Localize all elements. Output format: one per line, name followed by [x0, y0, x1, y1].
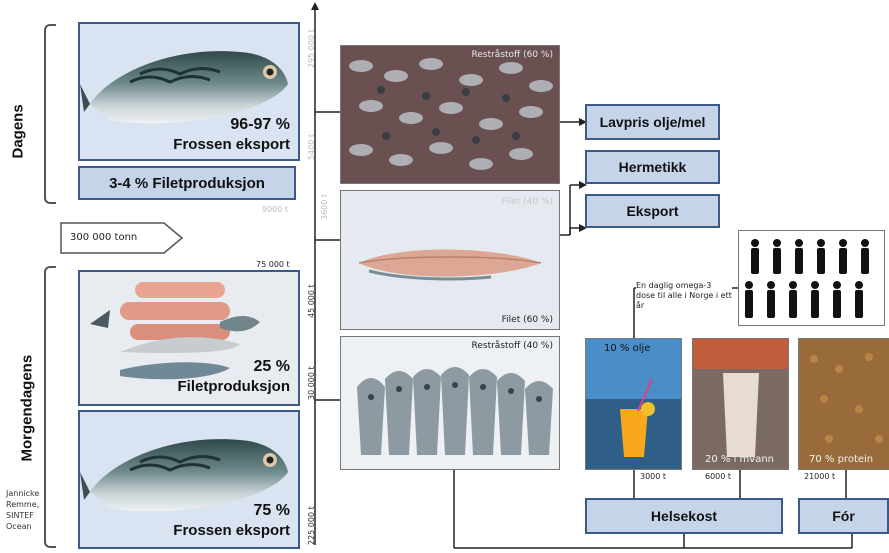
tomorrow-filet-label: Filetproduksjon: [178, 378, 291, 395]
panel-tomorrow-filet: 25 % Filetproduksjon: [78, 270, 300, 406]
caption-filet-today: Filet (40 %): [502, 197, 553, 207]
health-box: Helsekost: [585, 498, 783, 534]
feed-pellets-icon: [799, 339, 889, 469]
flow-label-3600: 3600 t: [320, 194, 329, 220]
output-lowprice-box: Lavpris olje/mel: [585, 104, 720, 140]
credit-text: Jannicke Remme, SINTEF Ocean: [6, 488, 54, 532]
panel-tomorrow-whole-fish: 75 % Frossen eksport: [78, 410, 300, 549]
people-box: [738, 230, 885, 326]
feed-box: Fór: [798, 498, 889, 534]
output-export-box: Eksport: [585, 194, 720, 228]
flow-label-21000: 21000 t: [804, 472, 835, 481]
juice-glass-icon: [586, 339, 681, 469]
caption-feed: 70 % protein: [809, 454, 873, 465]
output-canned-box: Hermetikk: [585, 150, 720, 184]
flow-label-5400: 5400 t: [307, 134, 316, 160]
flow-label-6000: 6000 t: [705, 472, 731, 481]
photo-restraastoff-tomorrow: Restråstoff (40 %): [340, 336, 560, 470]
flow-label-295000: 295 000 t: [307, 29, 316, 68]
caption-restraastoff-tomorrow: Restråstoff (40 %): [472, 341, 554, 351]
photo-protein-drink: 20 % i mvann: [692, 338, 789, 470]
tomorrow-filet-percent: 25 %: [254, 358, 290, 376]
caption-filet-tomorrow: Filet (60 %): [502, 315, 553, 325]
flow-label-45000: 45 000 t: [307, 284, 316, 318]
photo-feed-pellets: 70 % protein: [798, 338, 889, 470]
protein-drink-icon: [693, 339, 788, 469]
photo-restraastoff-today: Restråstoff (60 %): [340, 45, 560, 184]
flow-label-9000: 9000 t: [262, 205, 288, 214]
photo-filet: Filet (40 %) Filet (60 %): [340, 190, 560, 330]
caption-drink: 20 % i mvann: [705, 454, 774, 465]
tomorrow-whole-percent: 75 %: [254, 502, 290, 520]
flow-label-30000: 30 000 t: [307, 366, 316, 400]
caption-restraastoff-today: Restråstoff (60 %): [472, 50, 554, 60]
people-silhouettes-icon: [739, 231, 884, 325]
tomorrow-whole-label: Frossen eksport: [173, 522, 290, 539]
flow-label-3000: 3000 t: [640, 472, 666, 481]
flow-label-225000: 225 000 t: [307, 506, 316, 545]
omega-note: En daglig omega-3 dose til alle i Norge …: [636, 281, 732, 311]
photo-oil-juice: 10 % olje: [585, 338, 682, 470]
caption-oil: 10 % olje: [604, 343, 650, 354]
flow-label-75000: 75 000 t: [256, 260, 290, 269]
